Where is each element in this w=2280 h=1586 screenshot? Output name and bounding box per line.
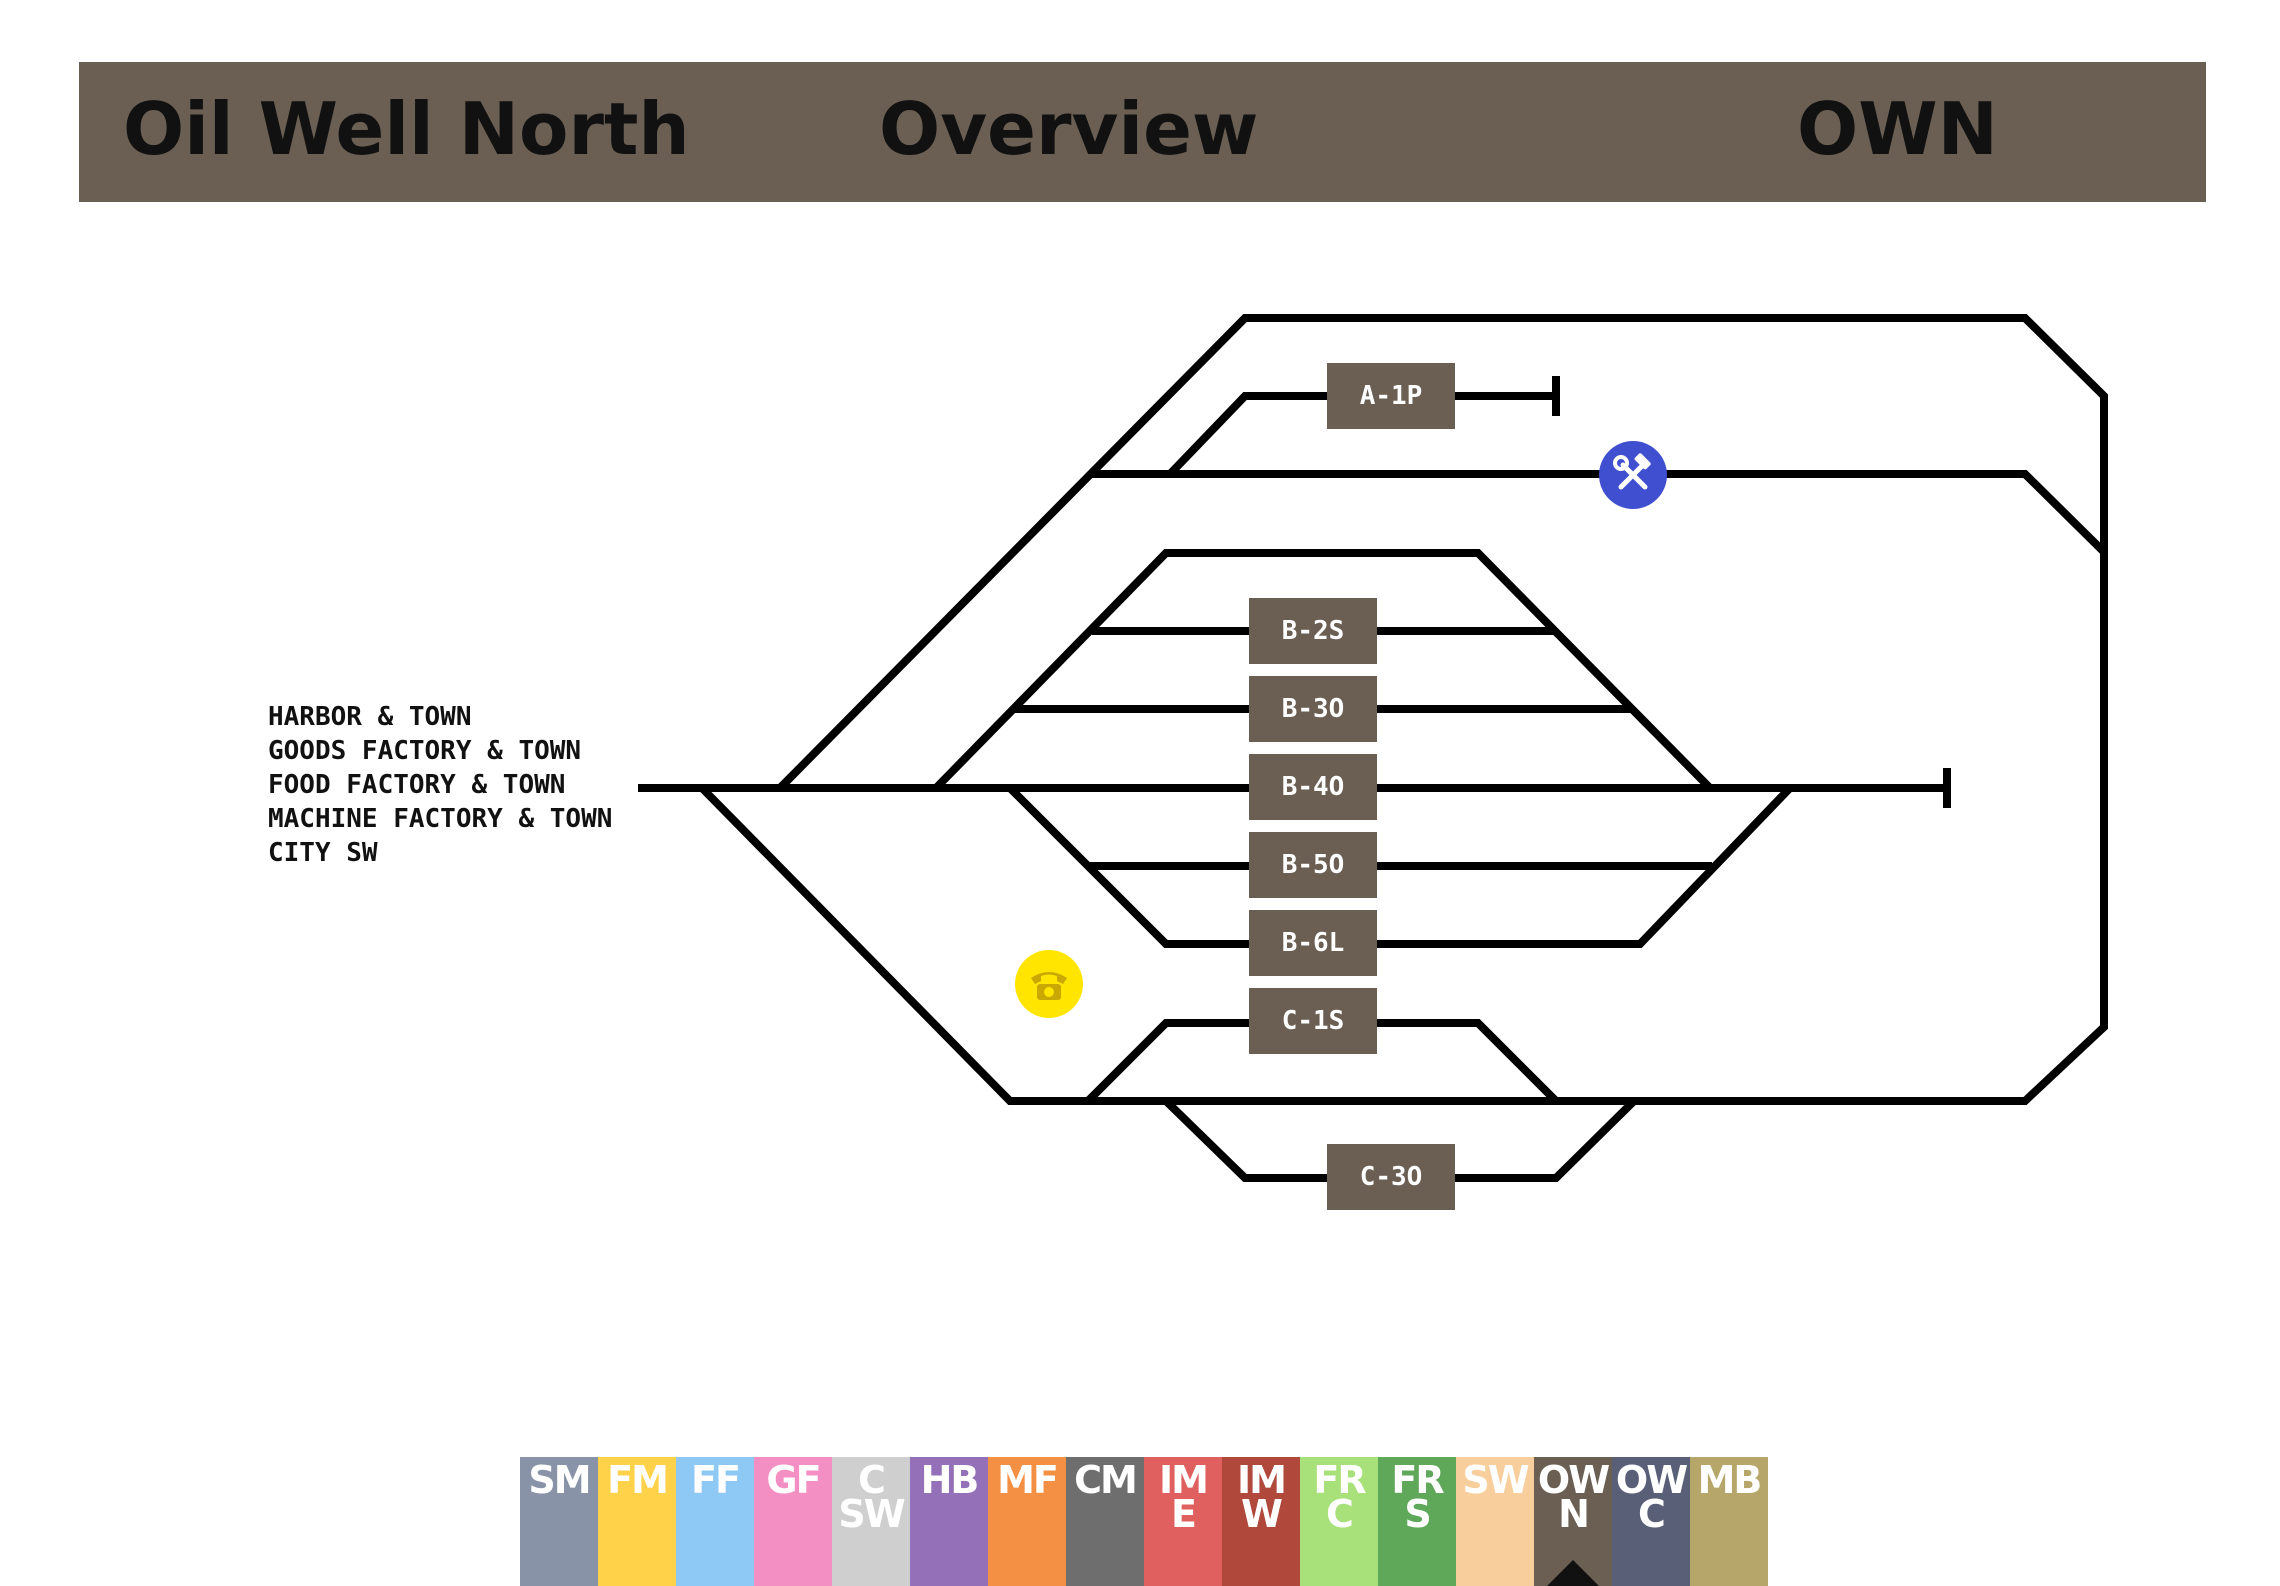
station-tab[interactable]: GF — [754, 1457, 832, 1586]
track-label-b5o[interactable]: B-5O — [1249, 832, 1377, 898]
track-label-c3o[interactable]: C-3O — [1327, 1144, 1455, 1210]
station-tab-label: IM — [1237, 1458, 1287, 1502]
station-tab[interactable]: FM — [598, 1457, 676, 1586]
track-upper-loop — [1092, 470, 2107, 555]
station-tab[interactable]: MF — [988, 1457, 1066, 1586]
station-tab-label: OW — [1615, 1458, 1688, 1502]
track-label-b4o[interactable]: B-4O — [1249, 754, 1377, 820]
station-tab-sublabel: C — [1326, 1492, 1354, 1536]
phone-icon[interactable] — [1015, 950, 1083, 1018]
station-tab[interactable]: FF — [676, 1457, 754, 1586]
station-tab-label: FR — [1313, 1458, 1366, 1502]
destination-item: HARBOR & TOWN — [268, 702, 472, 732]
track-label-b3o[interactable]: B-3O — [1249, 676, 1377, 742]
destination-list: HARBOR & TOWN GOODS FACTORY & TOWN FOOD … — [268, 700, 612, 870]
station-tab[interactable]: MB — [1690, 1457, 1768, 1586]
station-tab-label: OW — [1537, 1458, 1610, 1502]
outer-loop — [699, 314, 2108, 1105]
destination-item: FOOD FACTORY & TOWN — [268, 770, 566, 800]
station-tab[interactable]: CM — [1066, 1457, 1144, 1586]
destination-item: CITY SW — [268, 838, 378, 868]
station-tab-label: FM — [607, 1458, 669, 1502]
track-label-c1s[interactable]: C-1S — [1249, 988, 1377, 1054]
destination-item: GOODS FACTORY & TOWN — [268, 736, 582, 766]
station-code: OWN — [1797, 87, 1998, 171]
track-b-outer-top — [933, 549, 1713, 791]
station-tab-label: HB — [920, 1458, 980, 1502]
station-tab-label: SW — [1462, 1458, 1529, 1502]
station-tab[interactable]: SW — [1456, 1457, 1534, 1586]
station-tab-label: FF — [691, 1458, 741, 1502]
station-tab-sublabel: C — [1638, 1492, 1666, 1536]
destination-item: MACHINE FACTORY & TOWN — [268, 804, 613, 834]
active-tab-indicator — [1547, 1560, 1599, 1586]
station-tab-sublabel: S — [1404, 1492, 1431, 1536]
phone-icon-glyph — [1031, 972, 1067, 1000]
view-title: Overview — [879, 87, 1259, 171]
tools-icon-glyph — [1613, 453, 1651, 490]
station-tab-label: CM — [1074, 1458, 1138, 1502]
track-label-b6l[interactable]: B-6L — [1249, 910, 1377, 976]
station-tab-label: C — [858, 1458, 886, 1502]
station-tab[interactable]: HB — [910, 1457, 988, 1586]
station-name: Oil Well North — [123, 87, 690, 171]
track-label-b2s[interactable]: B-2S — [1249, 598, 1377, 664]
station-tab-label: GF — [766, 1458, 821, 1502]
station-tab-sublabel: W — [1241, 1492, 1283, 1536]
station-tab-label: FR — [1391, 1458, 1444, 1502]
tools-icon[interactable] — [1599, 441, 1667, 509]
station-tab-label: SM — [528, 1458, 591, 1502]
station-tab-label: MF — [997, 1458, 1059, 1502]
header-bar: Oil Well North Overview OWN — [79, 62, 2206, 202]
station-tab[interactable]: SM — [520, 1457, 598, 1586]
station-tab-label: IM — [1159, 1458, 1209, 1502]
station-tab-label: MB — [1697, 1458, 1763, 1502]
track-label-a1p[interactable]: A-1P — [1327, 363, 1455, 429]
station-tab-sublabel: E — [1171, 1492, 1197, 1536]
track-b6l — [1007, 785, 1793, 948]
station-tab-sublabel: N — [1558, 1492, 1590, 1536]
station-tab-sublabel: SW — [838, 1492, 905, 1536]
